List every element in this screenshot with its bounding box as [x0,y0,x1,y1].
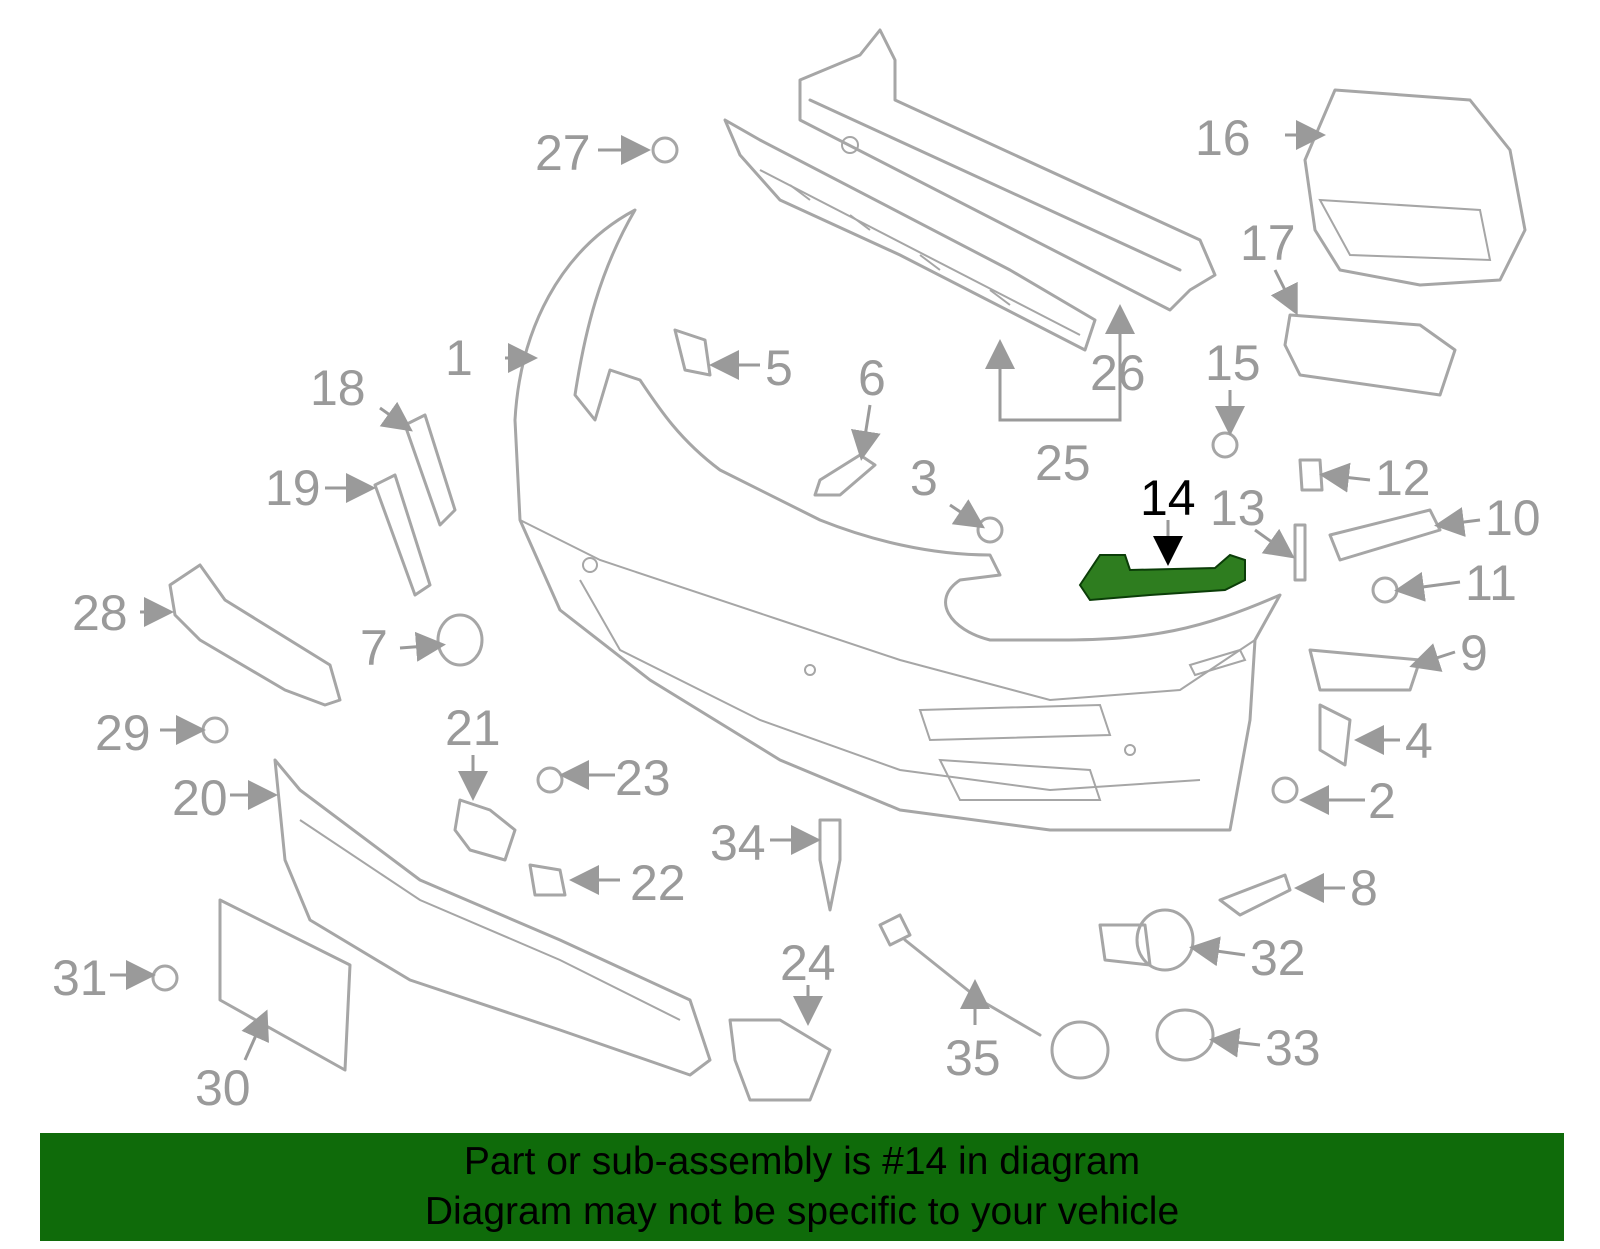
screw-11-part [1371,576,1399,604]
screw-3-part [976,516,1004,544]
screw-2-part [1271,776,1299,804]
callout-31: 31 [52,950,108,1006]
sensor-cap-part [1155,1008,1215,1062]
screw-27-part [651,136,679,164]
callout-16: 16 [1195,110,1251,166]
clip-12-part [1298,458,1324,492]
bumper-cover-part [513,208,1282,832]
trim-strip-lower-part [373,473,432,597]
callout-22: 22 [630,855,686,911]
callout-34: 34 [710,815,766,871]
trim-strip-upper-part [403,413,457,527]
callout-21: 21 [445,700,501,756]
energy-absorber-part [723,118,1097,352]
callout-2: 2 [1368,773,1396,829]
lower-grille-part [273,758,712,1077]
callout-30: 30 [195,1060,251,1116]
license-plate-bracket-part [218,898,352,1072]
side-bracket-part [168,563,342,707]
banner-line-2: Diagram may not be specific to your vehi… [424,1190,1180,1233]
highlighted-part-14[interactable] [1078,553,1246,602]
callout-25: 25 [1035,435,1091,491]
bracket-4-part [1318,703,1352,767]
callout-5: 5 [765,340,793,396]
callout-14-highlighted: 14 [1140,470,1196,526]
callout-4: 4 [1405,713,1433,769]
bracket-8-part [1218,873,1292,917]
callout-18: 18 [310,360,366,416]
bracket-5-part [673,328,712,377]
callout-23: 23 [615,750,671,806]
callout-26: 26 [1090,345,1146,401]
callout-1: 1 [445,330,473,386]
callout-3: 3 [910,450,938,506]
callout-24: 24 [780,935,836,991]
callout-12: 12 [1375,450,1431,506]
tow-hook-cover-part [728,1018,832,1102]
bracket-21-part [453,798,517,862]
banner-line-1: Part or sub-assembly is #14 in diagram [463,1140,1141,1183]
callout-17: 17 [1240,215,1296,271]
callout-27: 27 [535,125,591,181]
callout-20: 20 [172,770,228,826]
screw-15-part [1211,431,1239,459]
stud-13-part [1293,523,1307,582]
callout-13: 13 [1210,480,1266,536]
bracket-10-part [1328,508,1442,562]
callout-9: 9 [1460,625,1488,681]
screw-23-part [536,766,564,794]
callout-11: 11 [1465,555,1517,611]
callout-29: 29 [95,705,151,761]
callout-15: 15 [1205,335,1261,391]
bracket-6-part [813,453,877,497]
callout-6: 6 [858,350,886,406]
headlamp-washer-cover-part [436,613,484,667]
air-duct-frame-part [1303,88,1527,287]
screw-31-part [151,964,179,992]
temperature-sensor-part [818,818,842,912]
leader-lines [110,120,1481,1061]
callout-19: 19 [265,460,321,516]
info-banner: Part or sub-assembly is #14 in diagram D… [40,1133,1564,1241]
callout-10: 10 [1485,490,1541,546]
callout-28: 28 [72,585,128,641]
screw-29-part [201,716,229,744]
callout-35: 35 [945,1030,1001,1086]
callout-32: 32 [1250,930,1306,986]
callout-7: 7 [360,620,388,676]
marker-light-part [1283,313,1457,397]
callout-33: 33 [1265,1020,1321,1076]
parking-sensor-part [1098,908,1195,972]
parts-diagram: 1 2 3 4 5 6 7 8 9 10 11 12 13 14 15 16 1… [52,28,1541,1116]
reinforcement-bar-part [798,28,1217,312]
callout-labels: 1 2 3 4 5 6 7 8 9 10 11 12 13 14 15 16 1… [52,110,1541,1116]
callout-8: 8 [1350,860,1378,916]
clip-22-part [528,863,567,897]
bracket-9-part [1308,648,1422,692]
